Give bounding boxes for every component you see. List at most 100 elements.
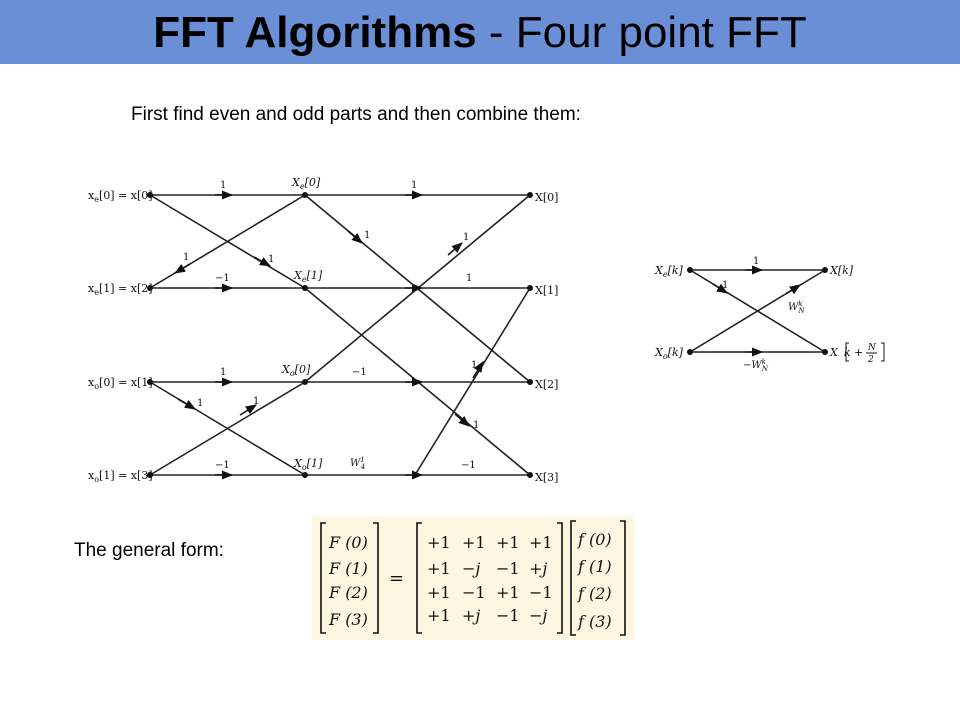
weight-label: 1: [722, 280, 728, 291]
node: [687, 349, 693, 355]
F-entry: F (3): [328, 610, 368, 629]
output-label-1: X[1]: [535, 284, 558, 297]
input-label-2: xo[0] = x[1]: [88, 376, 153, 391]
node: [147, 285, 153, 291]
edge-s2-cross-d: [414, 287, 531, 476]
node: [412, 472, 418, 478]
arrow: [253, 256, 271, 267]
matrix-cell: +1: [427, 606, 451, 625]
node: [302, 192, 308, 198]
node: [527, 285, 533, 291]
matrix-cell: +1: [529, 533, 553, 552]
general-input-bottom: Xo[k]: [654, 346, 684, 361]
title-bar: [0, 0, 960, 64]
general-input-top: Xe[k]: [654, 264, 684, 279]
matrix-cell: −j: [529, 606, 547, 625]
slide-title: FFT Algorithms - Four point FFT: [153, 8, 807, 57]
weight-label: −1: [215, 273, 230, 284]
output-label-0: X[0]: [535, 191, 558, 204]
weight-label: −1: [352, 367, 367, 378]
general-output-den: 2: [867, 355, 874, 365]
arrow: [174, 263, 191, 274]
weight-label: 1: [197, 398, 203, 409]
equals-sign: =: [389, 568, 404, 589]
weight-label: 1: [753, 256, 759, 267]
matrix-cell: +1: [427, 533, 451, 552]
bracket-left: [416, 522, 422, 634]
node: [527, 472, 533, 478]
node: [147, 379, 153, 385]
matrix-cell: −1: [462, 583, 486, 602]
weight-label: 1: [183, 252, 189, 263]
arrow: [447, 242, 463, 256]
node: [527, 192, 533, 198]
weight-label: 1: [473, 420, 479, 431]
node: [302, 285, 308, 291]
f-entry: f (2): [577, 584, 612, 603]
weight-label: −1: [215, 460, 230, 471]
f-entry: f (3): [577, 612, 612, 631]
input-label-3: xo[1] = x[3]: [88, 469, 153, 484]
general-output-num: N: [867, 343, 877, 353]
mid-label-2: Xo[0]: [281, 363, 311, 378]
matrix-cell: +1: [462, 533, 486, 552]
subtitle: First find even and odd parts and then c…: [131, 104, 581, 125]
arrow: [454, 413, 470, 427]
weight-label: 1: [220, 180, 226, 191]
weight-label: 1: [471, 360, 477, 371]
F-entry: F (1): [328, 559, 368, 578]
edge-cross-up: [689, 269, 826, 353]
arrow: [712, 283, 728, 294]
f-entry: f (1): [577, 557, 612, 576]
mid-label-3: Xo[1]: [293, 457, 323, 472]
input-label-1: xe[1] = x[2]: [88, 282, 153, 297]
node: [687, 267, 693, 273]
F-entry: F (0): [328, 533, 368, 552]
node: [147, 472, 153, 478]
matrix-cell: −1: [496, 559, 520, 578]
weight-label: 1: [220, 367, 226, 378]
weight-label: 1: [466, 273, 472, 284]
matrix-cell: +1: [496, 583, 520, 602]
weight-label: 1: [411, 180, 417, 191]
arrow: [177, 398, 196, 410]
arrow: [472, 361, 484, 379]
weight-label: 1: [268, 254, 274, 265]
bracket-left: [570, 520, 576, 636]
F-entry: F (2): [328, 583, 368, 602]
bracket-left: [845, 342, 849, 362]
matrix-cell: +1: [496, 533, 520, 552]
arrow: [785, 284, 801, 295]
weight-label: 1: [463, 232, 469, 243]
matrix-cell: −1: [496, 606, 520, 625]
general-form-label: The general form:: [74, 540, 224, 561]
node: [147, 192, 153, 198]
bracket-left: [320, 522, 326, 634]
matrix-cell: +1: [427, 559, 451, 578]
arrow: [239, 404, 257, 416]
matrix-cell: −j: [462, 559, 480, 578]
weight-label: 1: [364, 230, 370, 241]
output-label-2: X[2]: [535, 378, 558, 391]
output-label-3: X[3]: [535, 471, 558, 484]
matrix-cell: +j: [529, 559, 547, 578]
bracket-right: [557, 522, 563, 634]
f-entry: f (0): [577, 530, 612, 549]
node: [302, 379, 308, 385]
matrix-cell: +j: [462, 606, 480, 625]
edge-s1-cross-d: [149, 381, 306, 476]
four-point-butterfly-diagram: xe[0] = x[0] xe[1] = x[2] xo[0] = x[1] x…: [88, 176, 558, 484]
node: [527, 379, 533, 385]
general-output-top: X[k]: [829, 264, 854, 277]
matrix-panel: [312, 516, 634, 640]
node: [302, 472, 308, 478]
weight-label: −1: [461, 460, 476, 471]
node: [822, 349, 828, 355]
weight-label: 1: [253, 396, 259, 407]
bracket-right: [620, 520, 626, 636]
